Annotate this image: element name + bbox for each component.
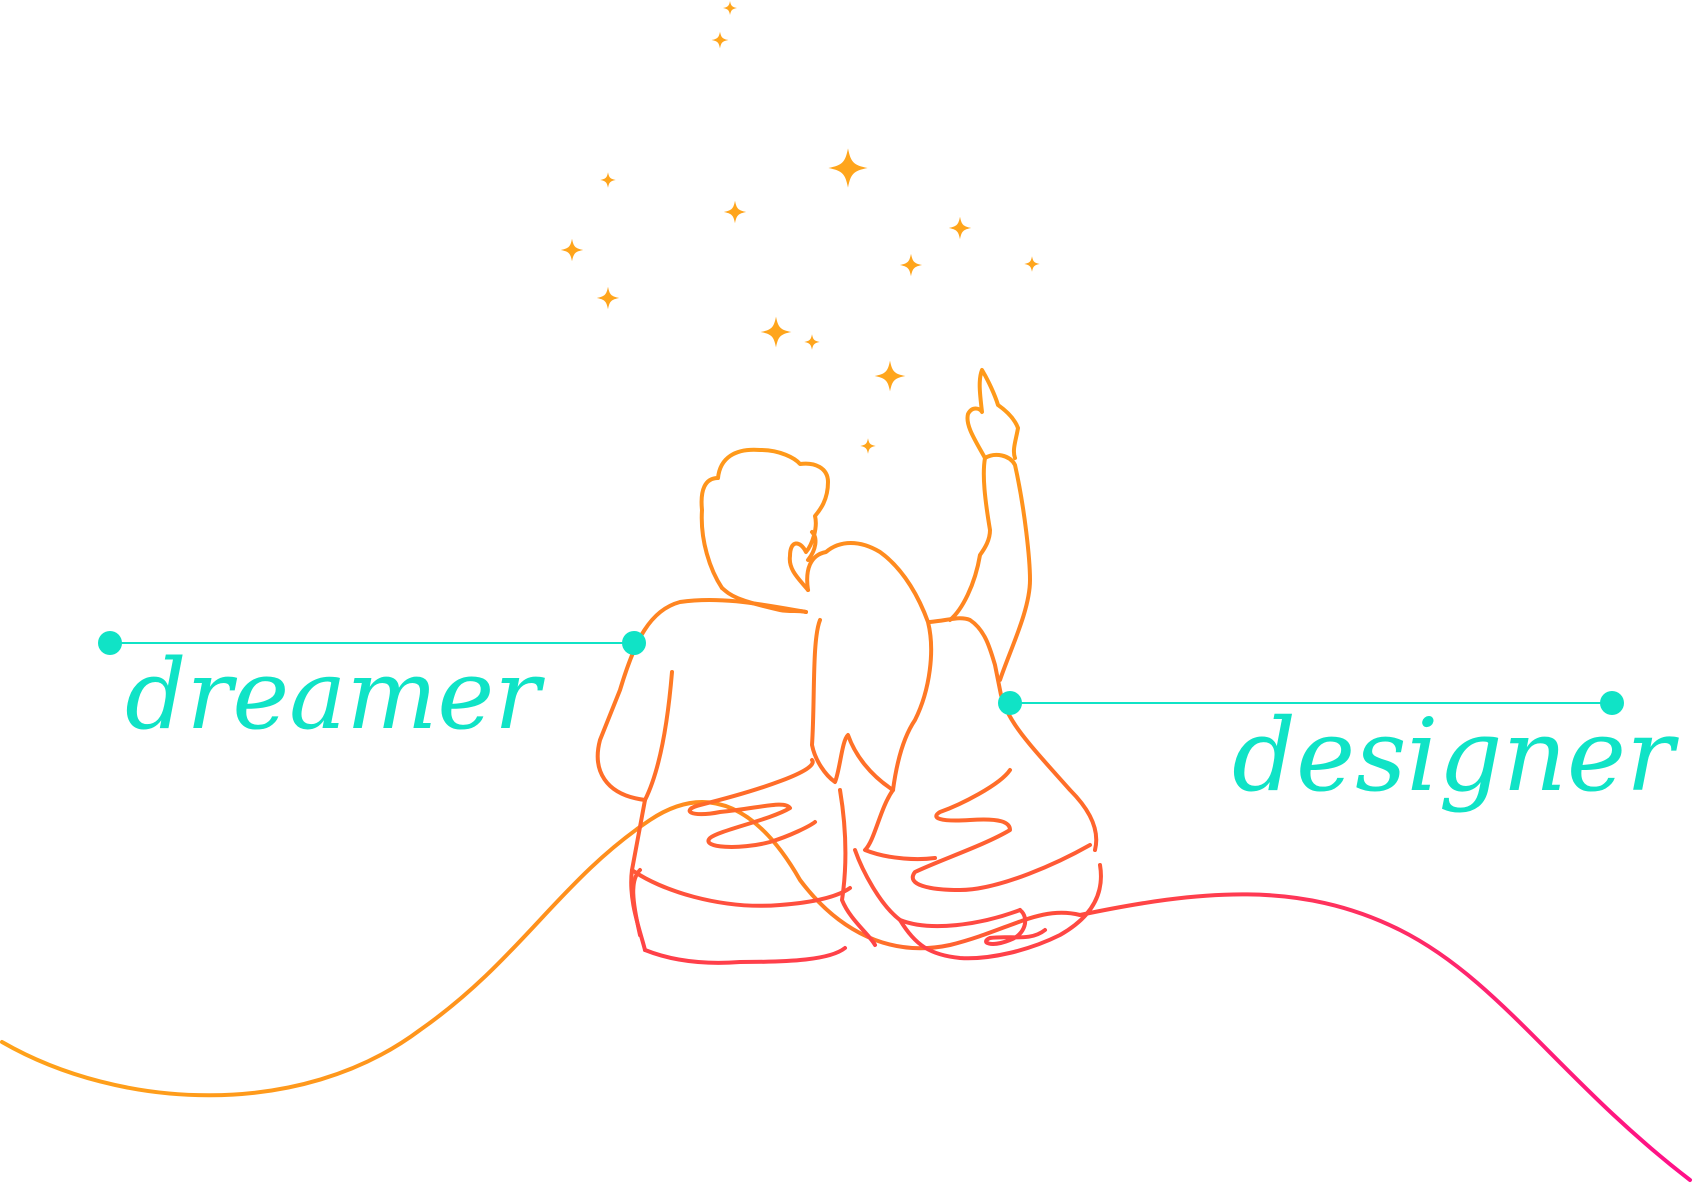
star-icon xyxy=(948,216,972,240)
designer-connector xyxy=(998,691,1624,715)
star-icon xyxy=(560,238,584,262)
star-icon xyxy=(804,334,820,350)
star-icon xyxy=(723,200,747,224)
star-icon xyxy=(600,172,616,188)
star-icon xyxy=(760,316,792,348)
dreamer-label: dreamer xyxy=(125,639,545,751)
star-icon xyxy=(874,360,906,392)
star-icon xyxy=(860,438,876,454)
couple-figure xyxy=(595,368,1103,965)
designer-label: designer xyxy=(1232,697,1679,814)
stars xyxy=(560,1,1040,454)
star-icon xyxy=(723,1,737,15)
star-icon xyxy=(596,286,620,310)
star-icon xyxy=(1024,256,1040,272)
star-icon xyxy=(899,253,923,277)
ground-wave-line xyxy=(0,800,1692,1182)
dreamer-connector xyxy=(98,631,646,655)
star-icon xyxy=(828,148,868,188)
star-icon xyxy=(711,31,729,49)
